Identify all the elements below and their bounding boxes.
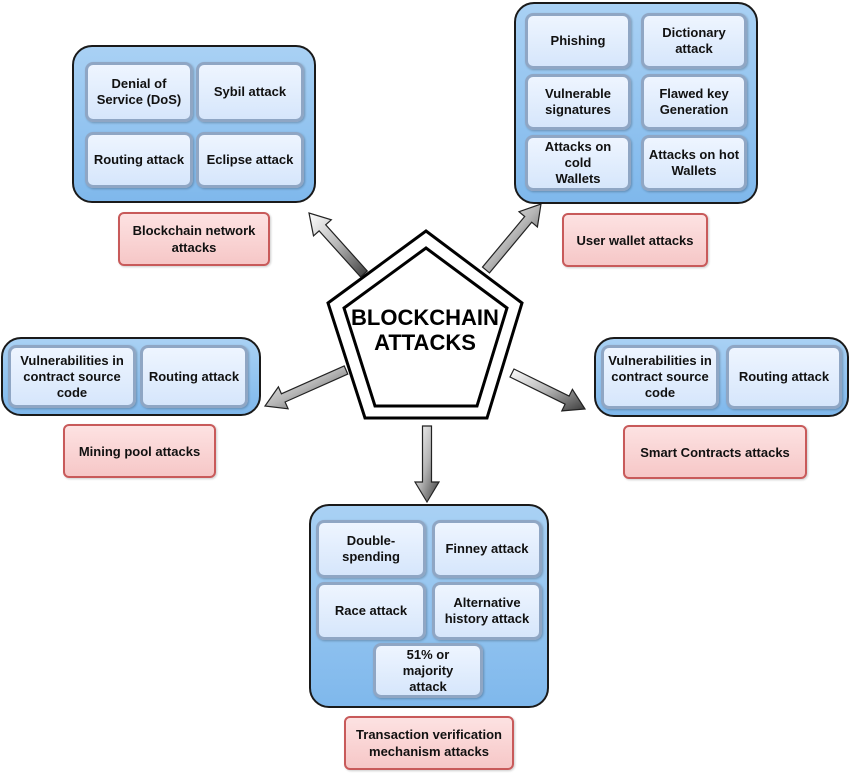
network-item-dos: Denial of Service (DoS) xyxy=(85,62,193,122)
arrow-to-network xyxy=(308,212,369,278)
smart-item-routing: Routing attack xyxy=(726,345,842,409)
wallet-item-key-generation: Flawed key Generation xyxy=(641,74,747,130)
mining-item-routing: Routing attack xyxy=(140,345,248,408)
wallet-item-signatures: Vulnerable signatures xyxy=(525,74,631,130)
network-item-eclipse: Eclipse attack xyxy=(196,132,304,188)
wallet-item-hot-wallets: Attacks on hot Wallets xyxy=(641,135,747,191)
transaction-item-majority: 51% or majority attack xyxy=(373,643,483,698)
wallet-attacks-label: User wallet attacks xyxy=(562,213,708,267)
arrow-to-wallet xyxy=(481,203,542,274)
network-item-sybil: Sybil attack xyxy=(196,62,304,122)
mining-item-vulnerabilities: Vulnerabilities in contract source code xyxy=(8,345,136,408)
wallet-item-cold-wallets: Attacks on cold Wallets xyxy=(525,135,631,191)
center-title: BLOCKCHAIN ATTACKS xyxy=(351,305,499,355)
arrow-to-transaction xyxy=(413,425,441,504)
transaction-item-race: Race attack xyxy=(316,582,426,640)
pentagon-inner xyxy=(342,246,509,408)
smart-item-vulnerabilities: Vulnerabilities in contract source code xyxy=(601,345,719,409)
transaction-item-double-spending: Double- spending xyxy=(316,520,426,578)
transaction-item-alternative-history: Alternative history attack xyxy=(432,582,542,640)
wallet-item-dictionary: Dictionary attack xyxy=(641,13,747,69)
mining-attacks-label: Mining pool attacks xyxy=(63,424,216,478)
network-item-routing: Routing attack xyxy=(85,132,193,188)
smart-contracts-label: Smart Contracts attacks xyxy=(623,425,807,479)
network-attacks-label: Blockchain network attacks xyxy=(118,212,270,266)
wallet-item-phishing: Phishing xyxy=(525,13,631,69)
transaction-attacks-label: Transaction verification mechanism attac… xyxy=(344,716,514,770)
arrow-to-smart xyxy=(509,368,587,412)
transaction-item-finney: Finney attack xyxy=(432,520,542,578)
arrow-to-mining xyxy=(263,365,349,410)
